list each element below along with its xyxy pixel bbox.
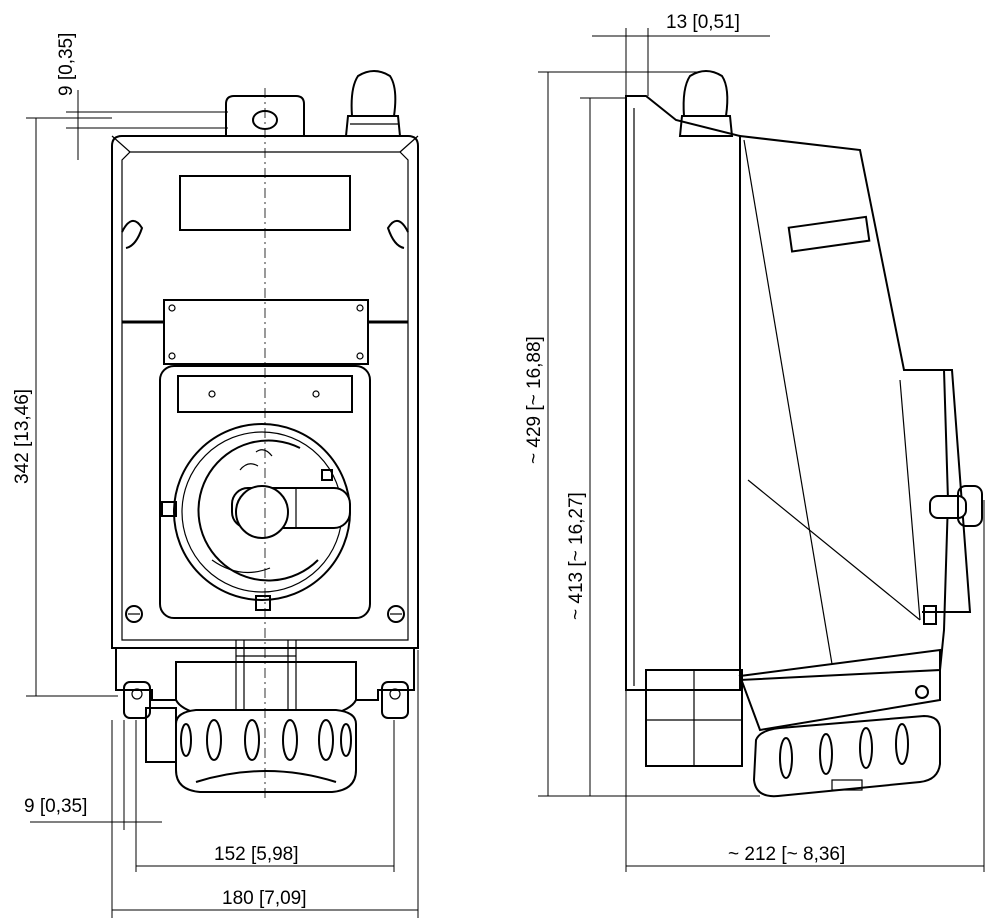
dim-front-overall-width: 180 [7,09]	[222, 888, 307, 909]
dim-front-inner-width: 152 [5,98]	[214, 844, 299, 865]
front-nameplate	[163, 299, 369, 365]
front-bottom-lug-left	[123, 681, 151, 719]
side-indicator-lamp	[678, 115, 734, 137]
front-hook-left	[121, 220, 144, 249]
dim-side-top-offset: 13 [0,51]	[666, 12, 740, 33]
dim-side-overall-height: ~ 429 [~ 16,88]	[524, 336, 545, 464]
dimensions	[26, 28, 985, 918]
side-view	[625, 70, 983, 798]
front-bottom-lug-right	[381, 681, 409, 719]
side-switch-box	[904, 369, 972, 613]
side-back-plate	[625, 95, 741, 691]
dim-front-bottom-offset: 9 [0,35]	[24, 796, 87, 817]
dim-side-body-height: ~ 413 [~ 16,27]	[566, 492, 587, 620]
side-main-body	[739, 134, 950, 682]
front-indicator-lamp	[344, 115, 402, 137]
rotary-switch-inner-ring	[197, 439, 319, 582]
dim-front-height: 342 [13,46]	[12, 389, 33, 484]
side-switch-knob	[929, 495, 967, 519]
dim-front-top-offset: 9 [0,35]	[56, 33, 77, 96]
front-screw-left	[125, 605, 143, 623]
dim-side-depth: ~ 212 [~ 8,36]	[728, 844, 845, 865]
side-socket-lid	[752, 714, 941, 798]
front-screw-right	[387, 605, 405, 623]
front-view	[111, 70, 419, 800]
front-hook-right	[386, 220, 409, 249]
front-housing-outline	[111, 135, 419, 649]
side-socket-body	[738, 648, 941, 732]
